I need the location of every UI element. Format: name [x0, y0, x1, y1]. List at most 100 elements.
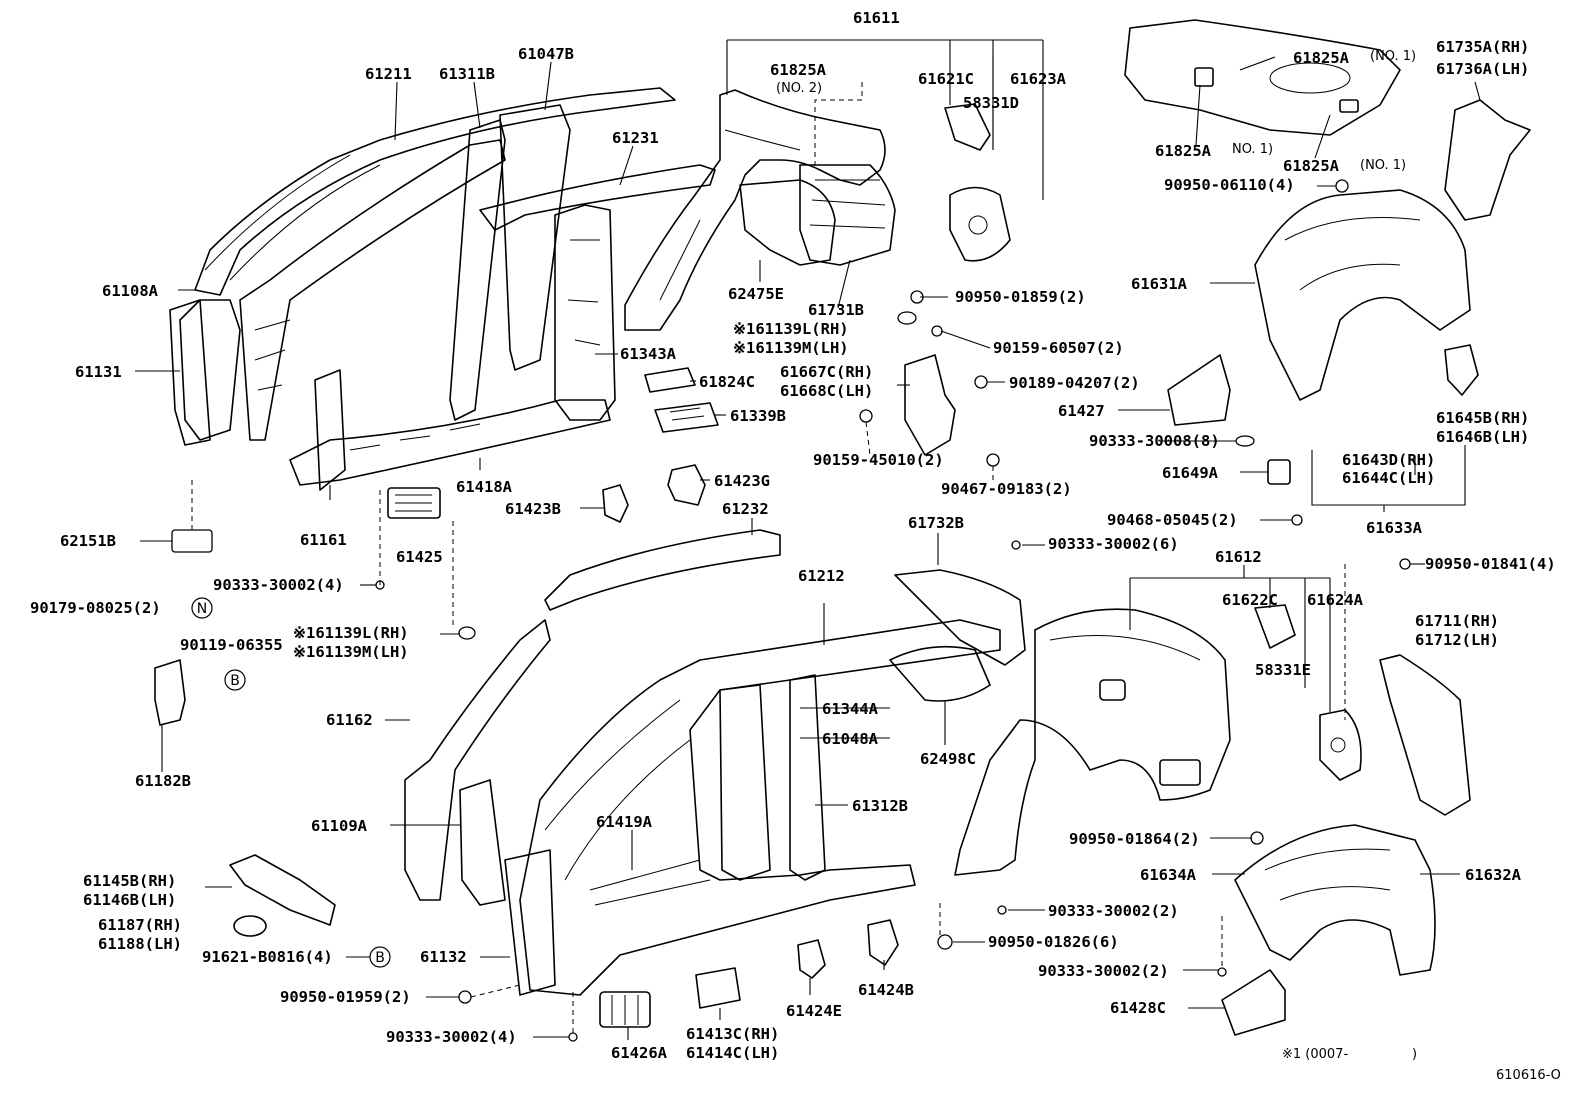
fasteners: [171, 179, 1411, 1042]
fastener-90950-01841: [1399, 558, 1411, 570]
fastener-90333-30002-c: [997, 905, 1007, 915]
label-61424E: 61424E: [786, 1002, 842, 1020]
label-61211: 61211: [365, 65, 412, 83]
fastener-90950-06110: [1335, 179, 1349, 193]
label-61633A: 61633A: [1366, 519, 1423, 537]
label-61426A: 61426A: [611, 1044, 668, 1062]
label-61339B: 61339B: [730, 407, 786, 425]
upper-middle-quarter-inner: [602, 89, 1011, 523]
label-61631A: 61631A: [1131, 275, 1188, 293]
fastener-90333-30008: [1235, 435, 1255, 447]
label-61423G: 61423G: [714, 472, 770, 490]
label-90179-08025: 90179-08025(2): [30, 599, 161, 617]
label-90333-30002-e: 90333-30002(4): [386, 1028, 517, 1046]
label-91621-B0816: 91621-B0816(4): [202, 948, 333, 966]
label-61736A: 61736A(LH): [1436, 60, 1529, 78]
label-90333-30002-d: 90333-30002(2): [1038, 962, 1169, 980]
label-61108A: 61108A: [102, 282, 159, 300]
label-61312B: 61312B: [852, 797, 908, 815]
label-161139L-a: ※161139L(RH): [733, 320, 849, 338]
fastener-90950-01959: [458, 990, 472, 1004]
label-161139L-b: ※161139L(RH): [293, 624, 409, 642]
label-61646B: 61646B(LH): [1436, 428, 1529, 446]
fastener-90159-60507: [931, 325, 943, 337]
label-61649A: 61649A: [1162, 464, 1219, 482]
fastener-90159-45010: [859, 409, 873, 423]
label-61668C: 61668C(LH): [780, 382, 873, 400]
label-61824C: 61824C: [699, 373, 755, 391]
label-61047B: 61047B: [518, 45, 574, 63]
lower-left-body-outer: [154, 529, 1001, 996]
footnote: ※1 (0007-: [1282, 1047, 1348, 1062]
label-61712: 61712(LH): [1415, 631, 1499, 649]
label-61643D: 61643D(RH): [1342, 451, 1435, 469]
label-90950-01826: 90950-01826(6): [988, 933, 1119, 951]
upper-left-body-side-panels: [169, 87, 716, 519]
fastener-90333-30002-e: [568, 1032, 578, 1042]
label-61611: 61611: [853, 9, 900, 27]
label-90159-60507: 90159-60507(2): [993, 339, 1124, 357]
label-90950-06110: 90950-06110(4): [1164, 176, 1295, 194]
label-90333-30002-c: 90333-30002(2): [1048, 902, 1179, 920]
label-61825A-no1-top: 61825A: [1293, 49, 1350, 67]
label-61825A-no2: 61825A: [770, 61, 827, 79]
label-61825A-no2-note: (NO. 2): [776, 81, 822, 96]
label-61624A: 61624A: [1307, 591, 1364, 609]
tag-B-1: B: [230, 673, 240, 689]
label-61622C: 61622C: [1222, 591, 1278, 609]
label-61825A-no1-right: 61825A: [1283, 157, 1340, 175]
fastener-90467-09183: [986, 453, 1000, 467]
label-90333-30002-a: 90333-30002(6): [1048, 535, 1179, 553]
label-61131: 61131: [75, 363, 122, 381]
label-61161: 61161: [300, 531, 347, 549]
label-61825A-no1-top-note: (NO. 1): [1370, 49, 1416, 64]
label-61425: 61425: [396, 548, 443, 566]
label-61188: 61188(LH): [98, 935, 182, 953]
label-61162: 61162: [326, 711, 373, 729]
label-61632A: 61632A: [1465, 866, 1522, 884]
label-61667C: 61667C(RH): [780, 363, 873, 381]
label-90159-45010: 90159-45010(2): [813, 451, 944, 469]
label-90333-30002-b: 90333-30002(4): [213, 576, 344, 594]
label-58331D: 58331D: [963, 94, 1019, 112]
label-61048A: 61048A: [822, 730, 879, 748]
fastener-161139: [458, 626, 476, 640]
label-61311B: 61311B: [439, 65, 495, 83]
label-61427: 61427: [1058, 402, 1105, 420]
leader-lines: [135, 39, 1481, 1040]
label-61645B: 61645B(RH): [1436, 409, 1529, 427]
label-58331E: 58331E: [1255, 661, 1311, 679]
label-62498C: 62498C: [920, 750, 976, 768]
label-61428C: 61428C: [1110, 999, 1166, 1017]
label-61343A: 61343A: [620, 345, 677, 363]
label-90950-01864: 90950-01864(2): [1069, 830, 1200, 848]
label-161139M-a: ※161139M(LH): [733, 339, 849, 357]
label-62151B: 62151B: [60, 532, 116, 550]
label-61187: 61187(RH): [98, 916, 182, 934]
tag-B-2: B: [375, 950, 385, 966]
label-61623A: 61623A: [1010, 70, 1067, 88]
label-61825A-no1-left: 61825A: [1155, 142, 1212, 160]
label-61418A: 61418A: [456, 478, 513, 496]
circle-tags: N B B: [191, 597, 391, 968]
label-61414C: 61414C(LH): [686, 1044, 779, 1062]
label-61212: 61212: [798, 567, 845, 585]
label-90950-01859: 90950-01859(2): [955, 288, 1086, 306]
fastener-161139-upper: [897, 311, 917, 325]
fastener-90468-05045: [1291, 514, 1303, 526]
label-90333-30008: 90333-30008(8): [1089, 432, 1220, 450]
fastener-90950-01826: [937, 934, 953, 950]
label-61344A: 61344A: [822, 700, 879, 718]
label-90950-01959: 90950-01959(2): [280, 988, 411, 1006]
label-90189-04207: 90189-04207(2): [1009, 374, 1140, 392]
part-labels: 61611 61211 61311B 61047B 61825A (NO. 2)…: [30, 9, 1561, 1083]
fastener-90189-04207: [974, 375, 988, 389]
footnote-close: ): [1412, 1047, 1417, 1062]
label-61413C: 61413C(RH): [686, 1025, 779, 1043]
tag-N: N: [197, 601, 207, 617]
label-61109A: 61109A: [311, 817, 368, 835]
label-61825A-no1-left-note: NO. 1): [1232, 142, 1273, 157]
label-61732B: 61732B: [908, 514, 964, 532]
label-61711: 61711(RH): [1415, 612, 1499, 630]
